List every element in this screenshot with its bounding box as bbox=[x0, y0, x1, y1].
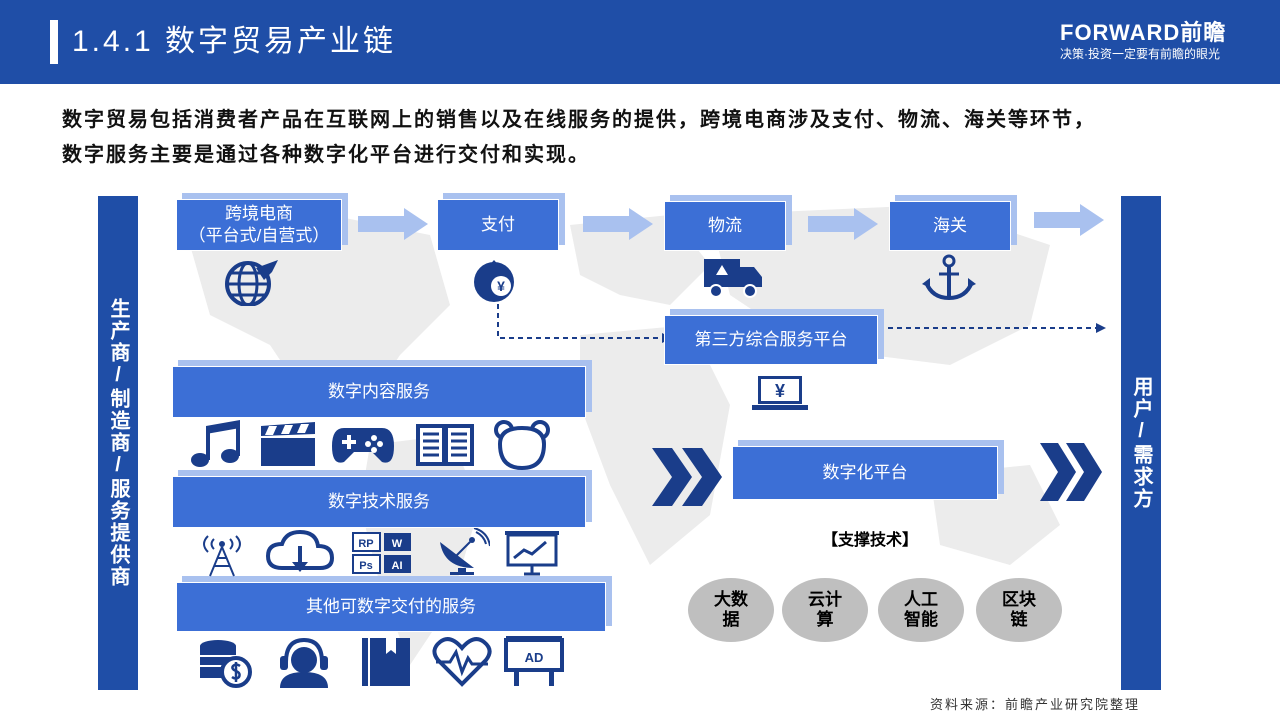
music-note-icon bbox=[191, 420, 240, 467]
logistics-box: 物流 bbox=[664, 201, 786, 251]
ecommerce-sublabel: （平台式/自营式） bbox=[188, 226, 330, 245]
digital-content-label: 数字内容服务 bbox=[328, 382, 430, 401]
ai-icon-label: AI bbox=[392, 560, 403, 572]
brand-logo: FORWARD前瞻 bbox=[1060, 20, 1227, 45]
other-service-label: 其他可数字交付的服务 bbox=[306, 597, 476, 616]
arrow-right-icon bbox=[358, 208, 428, 240]
truck-icon bbox=[704, 259, 762, 298]
cloud-download-icon bbox=[266, 529, 334, 572]
payment-box: 支付 bbox=[437, 199, 559, 251]
coins-dollar-icon bbox=[200, 640, 252, 688]
tech-label: 大数 bbox=[714, 590, 748, 609]
brand-slogan: 决策·投资一定要有前瞻的眼光 bbox=[1060, 47, 1220, 61]
customs-label: 海关 bbox=[933, 216, 967, 235]
other-digital-service-box: 其他可数字交付的服务 bbox=[176, 582, 606, 632]
tech-ai-circle: 人工智能 bbox=[878, 578, 964, 642]
tech-label: 云计 bbox=[808, 590, 842, 609]
ps-icon-label: Ps bbox=[359, 560, 372, 572]
page-title: 1.4.1 数字贸易产业链 bbox=[72, 25, 397, 58]
tech-label: 人工 bbox=[904, 590, 938, 609]
money-bag-icon: ¥ bbox=[474, 260, 514, 302]
user-side-bar: 用户/需求方 bbox=[1121, 196, 1161, 690]
tech-blockchain-circle: 区块链 bbox=[976, 578, 1062, 642]
tech-label: 据 bbox=[722, 610, 740, 629]
customer-service-headset-icon bbox=[280, 637, 328, 688]
title-accent-bar bbox=[50, 20, 58, 64]
open-book-icon bbox=[416, 424, 474, 466]
tech-label: 算 bbox=[816, 610, 834, 629]
closed-book-icon bbox=[362, 638, 410, 686]
tech-cloud-circle: 云计算 bbox=[782, 578, 868, 642]
user-side-label: 用户/需求方 bbox=[1130, 376, 1152, 510]
arrow-right-icon bbox=[583, 208, 653, 240]
producer-side-label: 生产商/制造商/服务提供商 bbox=[107, 298, 129, 588]
ecommerce-box: 跨境电商 （平台式/自营式） bbox=[176, 199, 342, 251]
header-banner: 1.4.1 数字贸易产业链 FORWARD前瞻 决策·投资一定要有前瞻的眼光 bbox=[0, 0, 1280, 84]
satellite-dish-icon bbox=[440, 528, 490, 575]
laptop-yen-icon: ¥ bbox=[752, 376, 808, 410]
digital-platform-label: 数字化平台 bbox=[822, 463, 908, 482]
digital-platform-box: 数字化平台 bbox=[732, 446, 998, 500]
tech-label: 智能 bbox=[904, 610, 938, 629]
globe-plane-icon bbox=[225, 260, 278, 306]
double-chevron-right-icon bbox=[652, 448, 722, 506]
ad-icon-label: AD bbox=[525, 650, 544, 665]
ecommerce-label: 跨境电商 bbox=[225, 204, 293, 223]
support-tech-label: 【支撑技术】 bbox=[821, 532, 918, 549]
signal-tower-icon bbox=[203, 535, 241, 577]
source-note: 资料来源：前瞻产业研究院整理 bbox=[930, 697, 1141, 712]
description-line-1: 数字贸易包括消费者产品在互联网上的销售以及在线服务的提供，跨境电商涉及支付、物流… bbox=[62, 109, 1096, 131]
digital-content-service-box: 数字内容服务 bbox=[172, 366, 586, 418]
bear-icon bbox=[494, 420, 550, 470]
w-icon-label: W bbox=[392, 538, 403, 550]
anchor-icon bbox=[922, 254, 976, 301]
tech-label: 区块 bbox=[1002, 590, 1036, 609]
arrow-right-icon bbox=[808, 208, 878, 240]
double-chevron-right-icon bbox=[1040, 443, 1102, 501]
brand: FORWARD前瞻 决策·投资一定要有前瞻的眼光 bbox=[1060, 20, 1240, 62]
software-apps-icon: RP W Ps AI bbox=[352, 532, 411, 574]
logistics-label: 物流 bbox=[708, 216, 742, 235]
arrow-right-icon bbox=[1034, 204, 1104, 236]
heart-rate-icon bbox=[432, 637, 492, 687]
gamepad-icon bbox=[332, 428, 394, 463]
third-party-label: 第三方综合服务平台 bbox=[694, 330, 848, 349]
presentation-board-icon bbox=[505, 531, 559, 576]
third-party-yen-symbol: ¥ bbox=[775, 381, 785, 401]
producer-side-bar: 生产商/制造商/服务提供商 bbox=[98, 196, 138, 690]
payment-label: 支付 bbox=[481, 215, 515, 234]
rp-icon-label: RP bbox=[358, 538, 373, 550]
tech-label: 链 bbox=[1010, 610, 1028, 629]
digital-tech-service-box: 数字技术服务 bbox=[172, 476, 586, 528]
tech-bigdata-circle: 大数据 bbox=[688, 578, 774, 642]
customs-box: 海关 bbox=[889, 201, 1011, 251]
digital-tech-label: 数字技术服务 bbox=[328, 492, 430, 511]
payment-yen-symbol: ¥ bbox=[497, 278, 505, 294]
description-line-2: 数字服务主要是通过各种数字化平台进行交付和实现。 bbox=[62, 144, 590, 166]
third-party-platform-box: 第三方综合服务平台 bbox=[664, 315, 878, 365]
clapperboard-icon bbox=[261, 422, 315, 466]
ad-billboard-icon: AD bbox=[504, 636, 564, 686]
